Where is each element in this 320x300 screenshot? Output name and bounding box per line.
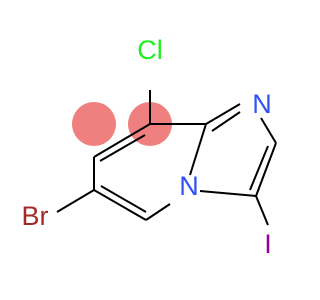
bonds xyxy=(56,90,277,226)
bond-c3-n4 xyxy=(199,190,257,197)
bond-c2-c3-inner xyxy=(249,145,269,191)
bond-c2-c3 xyxy=(255,142,277,197)
bond-c5-n4 xyxy=(145,203,171,221)
atom-label-iodine: I xyxy=(264,229,272,259)
bond-n1-c2 xyxy=(260,117,277,144)
bond-c6-br xyxy=(56,189,95,213)
bond-n4-c8a xyxy=(189,123,207,176)
highlight-c7 xyxy=(72,102,116,146)
bond-c6-c5-inner xyxy=(100,185,147,213)
structure-canvas: Cl N N Br I xyxy=(22,35,277,259)
molecule-diagram: Cl N N Br I xyxy=(22,35,277,259)
atom-label-nitrogen-bridge: N xyxy=(179,171,199,201)
bond-c8a-n1 xyxy=(205,103,241,125)
bond-c8-c7 xyxy=(93,123,151,158)
bond-c8-c7-inner xyxy=(99,134,146,162)
bond-c6-c5 xyxy=(93,189,147,221)
bond-c3-i xyxy=(255,195,269,226)
bond-c8a-n1-inner xyxy=(211,111,241,132)
atom-label-chlorine: Cl xyxy=(137,35,163,65)
atom-label-nitrogen-imidazole: N xyxy=(252,89,272,119)
atom-label-bromine: Br xyxy=(22,201,49,231)
